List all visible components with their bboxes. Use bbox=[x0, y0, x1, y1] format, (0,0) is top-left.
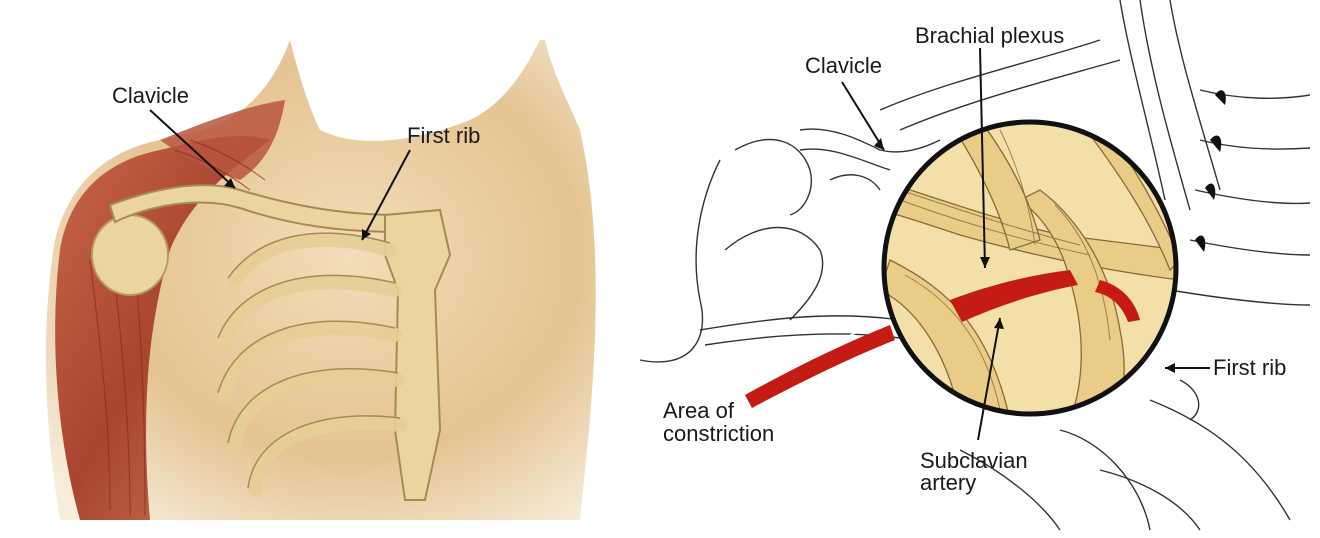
arrowhead bbox=[362, 229, 371, 240]
label-first-rib-right: First rib bbox=[1213, 355, 1286, 380]
shoulder-line-art bbox=[639, 0, 1311, 531]
rib-cage bbox=[218, 233, 407, 497]
arrowhead bbox=[224, 178, 235, 188]
label-clavicle-right: Clavicle bbox=[805, 53, 882, 78]
left-illustration: Clavicle First rib bbox=[45, 40, 596, 521]
label-subclavian-artery-line2: artery bbox=[920, 470, 976, 495]
arrowhead bbox=[874, 138, 884, 150]
label-brachial-plexus: Brachial plexus bbox=[915, 23, 1064, 48]
trapezius-muscle bbox=[160, 100, 285, 180]
subclavian-artery-pointer bbox=[977, 317, 1001, 441]
subclavian-artery-outside bbox=[745, 324, 895, 408]
humerus-head bbox=[91, 214, 169, 296]
first-rib-pointer-left bbox=[361, 149, 411, 241]
arrowhead bbox=[980, 257, 990, 268]
rib-ends bbox=[1195, 90, 1226, 252]
label-clavicle-left: Clavicle bbox=[112, 83, 189, 108]
left-leader-lines bbox=[149, 109, 411, 241]
clavicle-pointer-right bbox=[841, 81, 885, 151]
label-subclavian-artery-line1: Subclavian bbox=[920, 448, 1028, 473]
magnifier-ring bbox=[881, 119, 1179, 417]
subclavian-artery-magnified bbox=[950, 270, 1078, 322]
right-leader-lines bbox=[841, 47, 1210, 441]
brachial-plexus-pointer bbox=[979, 47, 986, 269]
arrowhead bbox=[994, 318, 1004, 329]
magnified-view bbox=[884, 122, 1176, 414]
clavicle-pointer-left bbox=[149, 109, 236, 189]
label-area-of-constriction-line2: constriction bbox=[663, 421, 774, 446]
arrowhead bbox=[1165, 363, 1175, 373]
right-illustration: Clavicle Brachial plexus First rib Area … bbox=[639, 0, 1311, 531]
label-first-rib-left: First rib bbox=[407, 123, 480, 148]
label-area-of-constriction-line1: Area of bbox=[663, 398, 735, 423]
